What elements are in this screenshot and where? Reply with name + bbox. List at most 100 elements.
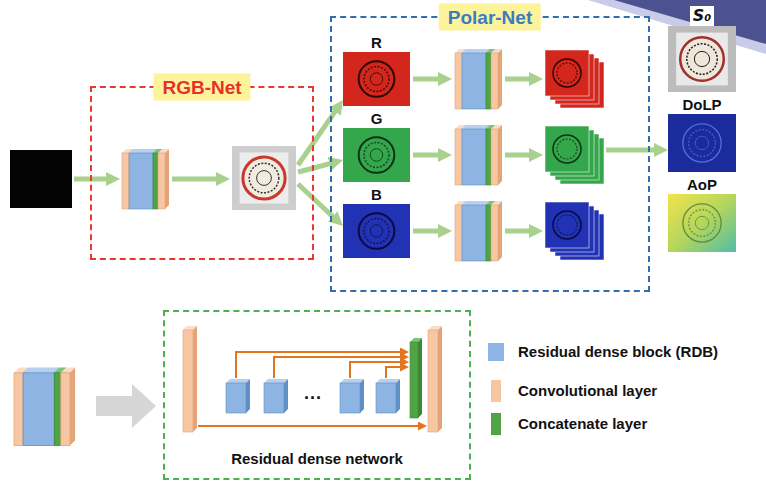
rdb-block-side — [246, 379, 250, 413]
image-label: S₀ — [690, 6, 715, 26]
image-background — [232, 146, 296, 210]
emblem-pattern — [364, 219, 389, 244]
image-background — [668, 26, 736, 92]
rgb-output-image — [232, 146, 296, 210]
emblem-center — [695, 136, 708, 149]
rdb-block-front — [226, 383, 246, 413]
conv-layer-front — [491, 205, 498, 261]
dense-connection — [386, 367, 401, 378]
rdb-block-front — [129, 153, 153, 209]
aop-image: AoP — [668, 176, 736, 252]
rdb-block-front — [23, 373, 54, 446]
rdb-block-front — [264, 383, 284, 413]
rdb-block-side — [486, 125, 490, 185]
conv-layer — [491, 125, 502, 185]
flow-arrow — [413, 229, 440, 234]
image-background — [343, 128, 410, 182]
concat-layer-front — [153, 153, 158, 209]
conv-layer-front — [491, 129, 498, 185]
flow-arrow — [172, 177, 218, 182]
conv-layer-side — [70, 368, 75, 446]
concat-layer-front — [486, 205, 491, 261]
conv-layer-front — [455, 129, 462, 185]
arrow-shaft — [606, 148, 650, 153]
conv-layer — [158, 149, 169, 209]
polar-net-group: RGBPolar-Net — [330, 16, 650, 292]
rdb-block — [462, 125, 490, 185]
rdb-block-top — [462, 49, 490, 53]
conv-layer-front — [428, 330, 438, 432]
image-label: DoLP — [679, 96, 724, 114]
emblem-ring — [553, 135, 581, 163]
emblem-ring — [553, 59, 581, 87]
rdb-block-front — [462, 129, 486, 185]
emblem-ring — [553, 211, 581, 239]
conv-layer — [491, 49, 502, 109]
conv-layer-side — [498, 201, 502, 261]
rgb-net-group: RGB-Net — [90, 86, 314, 260]
flow-arrow — [505, 77, 531, 82]
emblem-ring — [359, 213, 395, 249]
flow-arrow — [650, 148, 656, 153]
channel-image — [668, 194, 736, 252]
legend-label: Concatenate layer — [518, 415, 647, 433]
legend-label: Convolutional layer — [518, 382, 657, 400]
rdb-block — [129, 149, 157, 209]
legend-label: Residual dense block (RDB) — [518, 343, 718, 361]
g-channel-image: G — [343, 110, 410, 182]
conv-layer-front — [455, 205, 462, 261]
dense-connection — [274, 357, 401, 378]
conv-layer-front — [14, 373, 23, 446]
feature-map — [545, 202, 589, 248]
emblem-disc — [243, 157, 285, 199]
expand-arrow — [96, 384, 156, 428]
conv-layer-side — [193, 326, 197, 432]
rdb-block — [462, 49, 490, 109]
image-background — [668, 114, 736, 172]
conv-layer-front — [491, 53, 498, 109]
conv-layer-front — [183, 330, 193, 432]
rdb-block-front — [340, 383, 360, 413]
emblem-ring — [243, 157, 285, 199]
concat-layer-front — [410, 342, 418, 418]
conv-layer — [183, 326, 197, 432]
rdb-block-side — [396, 379, 400, 413]
conv-layer-front — [61, 373, 70, 446]
flow-arrow — [314, 163, 331, 168]
dense-connection — [236, 352, 401, 378]
rdb-block-side — [486, 49, 490, 109]
rdb-block — [462, 201, 490, 261]
rdb-block-top — [340, 379, 364, 383]
emblem-pattern — [689, 130, 716, 157]
emblem-center — [370, 225, 382, 237]
residual-connection — [198, 425, 419, 427]
dolp-image: DoLP — [668, 96, 736, 172]
flow-arrow — [413, 77, 440, 82]
rdb-block-front — [376, 383, 396, 413]
emblem-ring — [680, 37, 724, 81]
emblem-pattern — [557, 63, 577, 83]
rdn-icon — [14, 368, 75, 446]
rdb-block-top — [376, 379, 400, 383]
emblem-pattern — [364, 143, 389, 168]
feature-map — [545, 50, 589, 96]
emblem-center — [694, 51, 709, 66]
rdb-block-side — [486, 201, 490, 261]
feature-map — [545, 126, 589, 172]
rdb-block-top — [462, 125, 490, 129]
s0-image: S₀ — [668, 6, 736, 92]
flow-arrow — [314, 110, 336, 142]
rdb-block-front — [462, 205, 486, 261]
rdb-block-side — [284, 379, 288, 413]
conv-layer-front — [122, 153, 129, 209]
rdb-block-top — [264, 379, 288, 383]
conv-layer-side — [498, 49, 502, 109]
rdb-block-top — [462, 201, 490, 205]
image-frame — [676, 33, 728, 86]
conv-layer — [61, 368, 75, 446]
emblem-center — [370, 149, 382, 161]
flow-arrow — [505, 229, 531, 234]
rdb-block-top — [226, 379, 250, 383]
b-channel-image: B — [343, 186, 410, 258]
conv-layer-front — [158, 153, 165, 209]
